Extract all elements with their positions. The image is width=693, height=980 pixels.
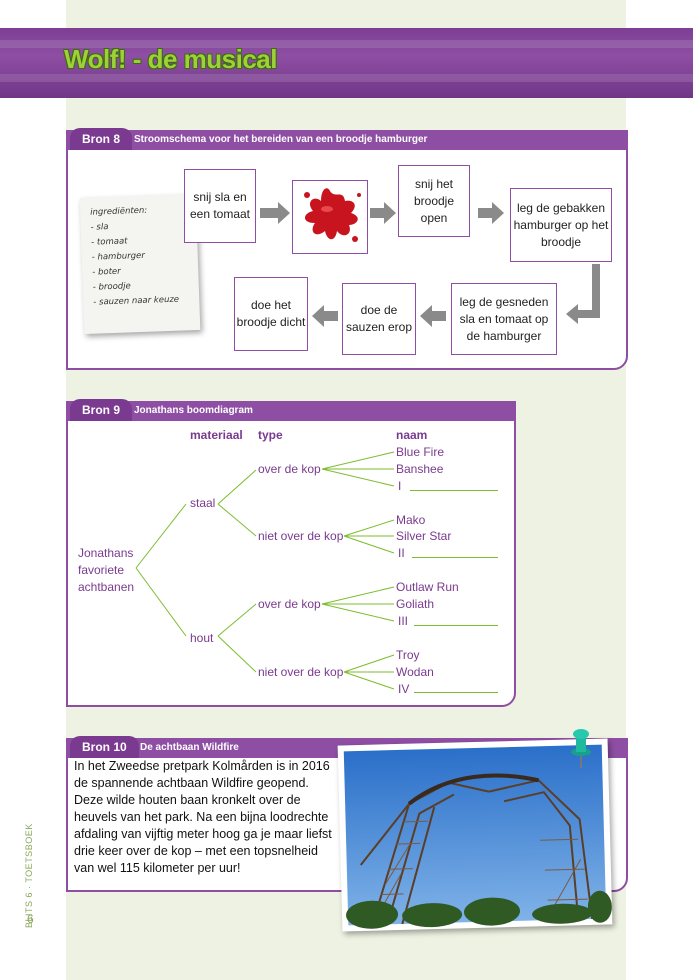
flow-arrows — [0, 0, 693, 400]
arrow-bend-icon — [566, 264, 600, 324]
bron10-caption: De achtbaan Wildfire — [140, 742, 239, 753]
push-pin-icon — [566, 726, 596, 770]
bron10-tag: Bron 10 — [70, 736, 139, 758]
bron10-text: In het Zweedse pretpark Kolmården is in … — [74, 758, 336, 877]
tree-branches — [0, 400, 520, 700]
arrow-left-icon — [420, 305, 446, 327]
arrow-right-icon — [260, 202, 290, 224]
arrow-right-icon — [478, 202, 504, 224]
arrow-right-icon — [370, 202, 396, 224]
book-label: BLITS 6 · TOETSBOEK — [24, 823, 34, 928]
arrow-left-icon — [312, 305, 338, 327]
